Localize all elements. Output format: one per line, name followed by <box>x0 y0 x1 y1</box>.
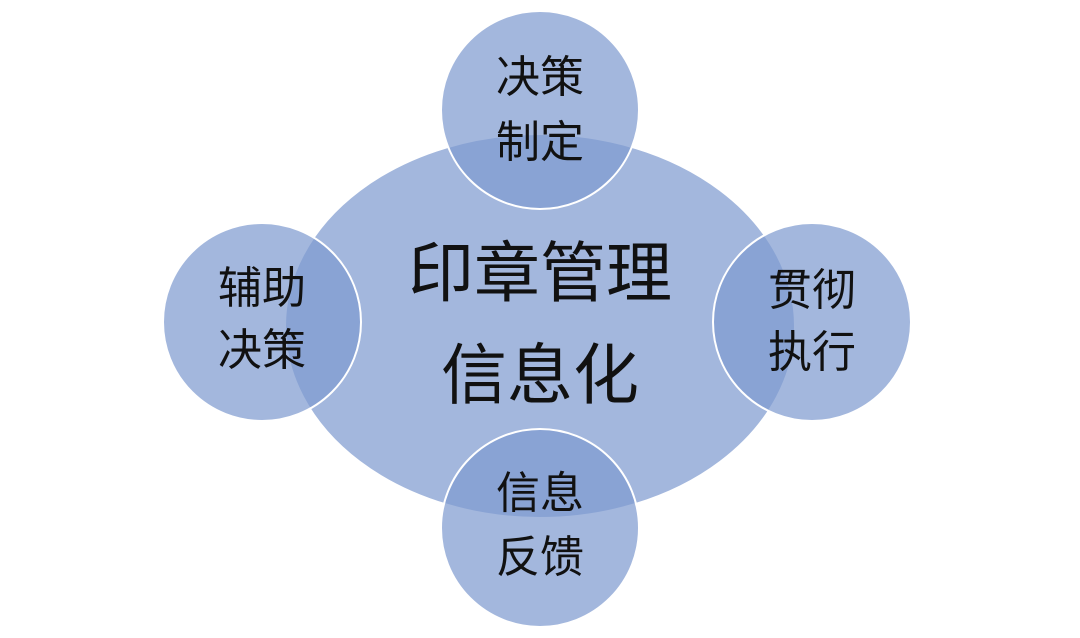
node-circle-top <box>440 10 640 210</box>
node-label-left-line2: 决策 <box>218 325 306 376</box>
node-label-bottom-line2: 反馈 <box>496 532 584 583</box>
node-label-right-line1: 贯彻 <box>768 265 856 316</box>
node-label-left-line1: 辅助 <box>218 263 306 314</box>
center-label-line1: 印章管理 <box>408 235 672 312</box>
center-label-line2: 信息化 <box>441 337 639 414</box>
node-circle-right <box>712 222 912 422</box>
node-label-top-line2: 制定 <box>496 117 584 168</box>
node-label-bottom-line1: 信息 <box>496 468 584 519</box>
node-label-right-line2: 执行 <box>768 327 856 378</box>
node-label-top-line1: 决策 <box>496 52 584 103</box>
node-circle-bottom <box>440 428 640 628</box>
node-circle-left <box>162 222 362 422</box>
